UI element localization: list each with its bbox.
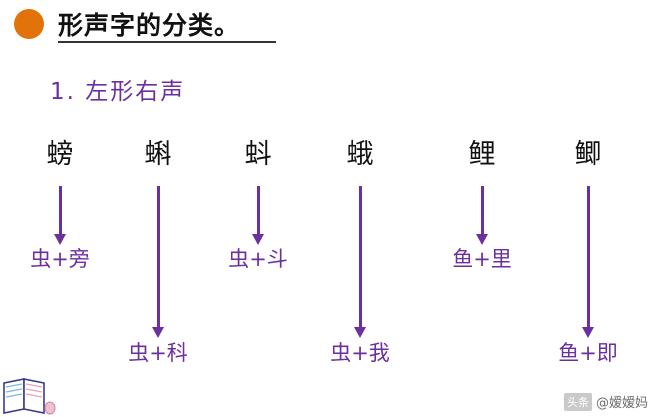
section-subtitle: 1. 左形右声 (50, 79, 186, 105)
down-arrow-icon (358, 186, 362, 327)
page-title: 形声字的分类。 (58, 11, 241, 40)
book-icon (3, 378, 56, 415)
down-arrow-icon (156, 186, 160, 327)
compound-character: 蚪 (244, 139, 272, 170)
compound-character: 螃 (46, 139, 74, 170)
character-decomposition: 虫+旁 (30, 247, 90, 271)
down-arrow-head-icon (476, 234, 488, 245)
filled-circle-icon (14, 9, 44, 39)
down-arrow-icon (58, 186, 62, 234)
down-arrow-head-icon (152, 327, 164, 338)
down-arrow-head-icon (54, 234, 66, 245)
compound-character: 鲤 (468, 139, 496, 170)
watermark-badge: 头条 (563, 392, 592, 411)
slide-title-row: 形声字的分类。 (14, 6, 240, 42)
compound-character: 蝌 (144, 139, 172, 170)
watermark-text: @嫒嫒妈 (595, 396, 648, 411)
title-underline (58, 41, 276, 43)
character-decomposition: 虫+科 (128, 341, 188, 365)
down-arrow-head-icon (582, 327, 594, 338)
character-decomposition: 鱼+即 (558, 341, 618, 365)
down-arrow-head-icon (252, 234, 264, 245)
character-decomposition: 虫+斗 (228, 247, 288, 271)
down-arrow-icon (586, 186, 590, 327)
compound-character: 鲫 (574, 139, 602, 170)
down-arrow-icon (256, 186, 260, 234)
character-decomposition: 鱼+里 (452, 247, 512, 271)
character-decomposition: 虫+我 (330, 341, 390, 365)
down-arrow-icon (480, 186, 484, 234)
watermark: 头条 @嫒嫒妈 (563, 392, 648, 411)
compound-character: 蛾 (346, 139, 374, 170)
down-arrow-head-icon (354, 327, 366, 338)
